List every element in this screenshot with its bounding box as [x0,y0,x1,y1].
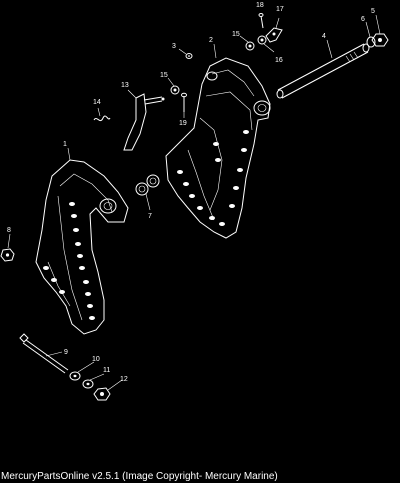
callout-18: 18 [256,2,264,9]
part-17-clip[interactable] [265,27,283,43]
exploded-parts-diagram: 1 2 3 4 5 6 7 8 9 10 11 12 13 14 15 15 1… [0,2,389,401]
part-8-nut[interactable] [0,248,15,262]
part-9-bolt[interactable] [19,333,69,374]
part-19-bolt[interactable] [181,92,187,112]
callout-16: 16 [275,57,283,64]
part-18-pin[interactable] [258,13,264,29]
callout-3: 3 [172,43,176,50]
part-11-washer[interactable] [82,379,94,389]
part-6-washer[interactable] [366,36,376,48]
callout-5: 5 [371,8,375,15]
part-4-shaft[interactable] [276,43,370,99]
part-15-bushing-lower[interactable] [170,85,180,95]
callout-labels: 1 2 3 4 5 6 7 8 9 10 11 12 13 14 15 15 1… [7,2,375,383]
part-12-nut[interactable] [93,387,111,401]
part-2-bracket[interactable] [165,57,271,239]
callout-6: 6 [361,16,365,23]
callout-17: 17 [276,6,284,13]
callout-11: 11 [103,367,110,374]
part-1-bracket[interactable] [35,159,129,335]
callout-13: 13 [121,82,129,89]
callout-4: 4 [322,33,326,40]
callout-10: 10 [92,356,100,363]
leader-lines [7,14,381,391]
copyright-footer: MercuryPartsOnline v2.5.1 (Image Copyrig… [1,471,278,482]
callout-19: 19 [179,120,187,127]
part-14-spring[interactable] [93,115,111,122]
callout-7: 7 [148,213,152,220]
part-7-washers[interactable] [135,174,160,196]
part-10-washer[interactable] [69,371,81,381]
part-15-bushing-upper[interactable] [245,41,255,51]
callout-1: 1 [63,141,67,148]
callout-8: 8 [7,227,11,234]
part-13-lever[interactable] [123,93,165,151]
callout-15-lower: 15 [160,72,168,79]
part-3-washer[interactable] [185,53,193,59]
callout-12: 12 [120,376,128,383]
callout-14: 14 [93,99,101,106]
part-16-bushing[interactable] [257,35,267,45]
callout-9: 9 [64,349,68,356]
callout-15-upper: 15 [232,31,240,38]
callout-2: 2 [209,37,213,44]
part-5-nut[interactable] [371,33,389,47]
